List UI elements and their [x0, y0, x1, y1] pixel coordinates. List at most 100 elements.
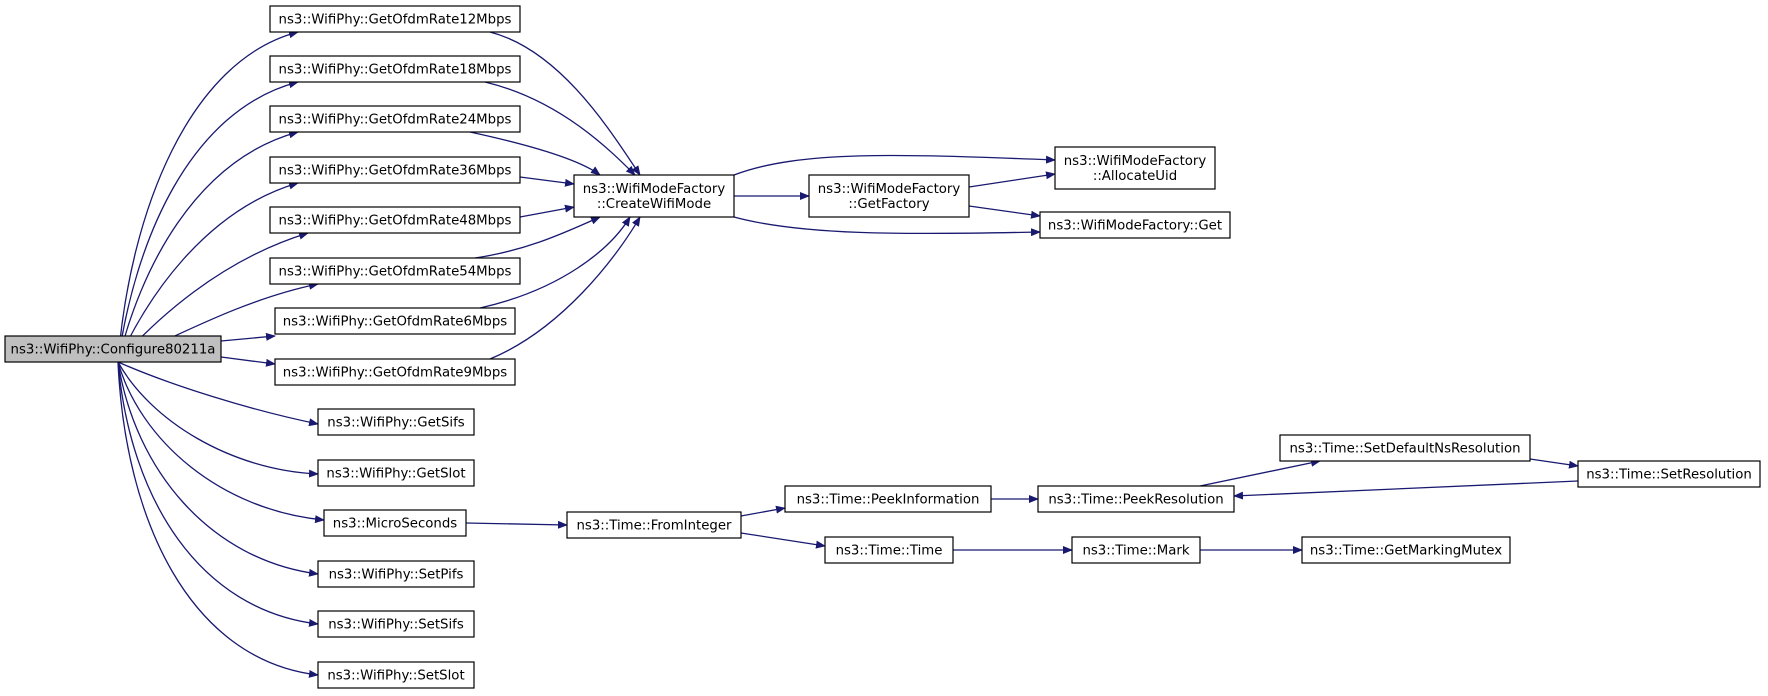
node-label: ns3::WifiPhy::GetSlot: [326, 467, 465, 482]
nodes-layer: ns3::WifiPhy::Configure80211ans3::WifiPh…: [4, 5, 1761, 689]
edge-configure-to-getsifs: [117, 361, 319, 427]
node-label: ns3::WifiPhy::GetOfdmRate48Mbps: [279, 214, 512, 229]
node-label: ns3::WifiPhy::Configure80211a: [11, 343, 216, 358]
node-box: [1054, 146, 1216, 190]
node-box: [566, 511, 742, 539]
node-fromint[interactable]: ns3::Time::FromInteger: [566, 511, 742, 539]
edge-rate6-to-create: [479, 216, 631, 309]
node-box: [269, 105, 521, 133]
edge-fromint-to-peekinfo: [740, 505, 786, 517]
edge-configure-to-setslot: [117, 361, 319, 678]
node-label: ns3::WifiPhy::GetOfdmRate12Mbps: [279, 13, 512, 28]
node-box: [824, 536, 954, 564]
node-box: [1279, 434, 1531, 462]
node-label: ns3::Time::SetDefaultNsResolution: [1289, 442, 1520, 457]
edge-configure-to-rate12: [117, 30, 299, 363]
node-rate12[interactable]: ns3::WifiPhy::GetOfdmRate12Mbps: [269, 5, 521, 33]
node-mark[interactable]: ns3::Time::Mark: [1071, 536, 1201, 564]
node-setsifs[interactable]: ns3::WifiPhy::SetSifs: [317, 610, 475, 638]
edge-rate12-to-create: [489, 31, 641, 176]
edge-configure-to-setsifs: [117, 361, 319, 627]
node-micro[interactable]: ns3::MicroSeconds: [323, 509, 467, 537]
node-box: [1039, 211, 1231, 239]
node-setpifs[interactable]: ns3::WifiPhy::SetPifs: [317, 560, 475, 588]
node-label: ns3::Time::PeekInformation: [797, 493, 980, 508]
node-mutex[interactable]: ns3::Time::GetMarkingMutex: [1301, 536, 1511, 564]
node-box: [269, 156, 521, 184]
node-create[interactable]: ns3::WifiModeFactory::CreateWifiMode: [573, 174, 735, 218]
node-box: [808, 174, 970, 218]
edge-micro-to-fromint: [465, 520, 568, 529]
node-getsifs[interactable]: ns3::WifiPhy::GetSifs: [317, 408, 475, 436]
node-label: ns3::WifiPhy::GetOfdmRate18Mbps: [279, 63, 512, 78]
node-box: [1037, 485, 1235, 513]
node-rate36[interactable]: ns3::WifiPhy::GetOfdmRate36Mbps: [269, 156, 521, 184]
edge-configure-to-rate6: [220, 332, 276, 342]
edge-create-to-factoryget: [733, 216, 1041, 237]
node-peekres[interactable]: ns3::Time::PeekResolution: [1037, 485, 1235, 513]
node-setres[interactable]: ns3::Time::SetResolution: [1577, 460, 1761, 488]
node-box: [269, 55, 521, 83]
edge-setdefault-to-setres: [1529, 458, 1579, 469]
node-rate6[interactable]: ns3::WifiPhy::GetOfdmRate6Mbps: [274, 307, 516, 335]
node-label: ns3::Time::Mark: [1082, 544, 1189, 559]
node-label: ns3::Time::PeekResolution: [1048, 493, 1223, 508]
node-label: ns3::WifiPhy::SetSlot: [327, 669, 464, 684]
node-rate54[interactable]: ns3::WifiPhy::GetOfdmRate54Mbps: [269, 257, 521, 285]
edge-configure-to-getslot: [117, 361, 319, 478]
node-rate24[interactable]: ns3::WifiPhy::GetOfdmRate24Mbps: [269, 105, 521, 133]
edge-peekres-to-setdefault: [1199, 458, 1321, 487]
node-box: [317, 459, 475, 487]
node-box: [1301, 536, 1511, 564]
node-label: ns3::Time::SetResolution: [1586, 468, 1752, 483]
node-box: [784, 485, 992, 513]
edge-create-to-allocate: [733, 154, 1056, 176]
edge-getfactory-to-factoryget: [968, 205, 1041, 219]
node-box: [274, 307, 516, 335]
node-configure[interactable]: ns3::WifiPhy::Configure80211a: [4, 335, 222, 363]
node-box: [323, 509, 467, 537]
node-label: ns3::MicroSeconds: [333, 517, 457, 532]
node-getslot[interactable]: ns3::WifiPhy::GetSlot: [317, 459, 475, 487]
edge-fromint-to-timetime: [740, 532, 826, 549]
node-box: [317, 610, 475, 638]
node-box: [317, 661, 475, 689]
edge-configure-to-micro: [117, 361, 325, 524]
node-label: ::GetFactory: [848, 197, 929, 212]
node-label: ns3::WifiPhy::GetOfdmRate36Mbps: [279, 164, 512, 179]
node-label: ::AllocateUid: [1093, 169, 1177, 184]
node-rate18[interactable]: ns3::WifiPhy::GetOfdmRate18Mbps: [269, 55, 521, 83]
node-setdefault[interactable]: ns3::Time::SetDefaultNsResolution: [1279, 434, 1531, 462]
node-setslot[interactable]: ns3::WifiPhy::SetSlot: [317, 661, 475, 689]
node-rate48[interactable]: ns3::WifiPhy::GetOfdmRate48Mbps: [269, 206, 521, 234]
node-box: [573, 174, 735, 218]
node-label: ns3::Time::Time: [836, 544, 943, 559]
edge-rate48-to-create: [519, 204, 575, 218]
node-label: ns3::WifiPhy::GetSifs: [327, 416, 465, 431]
node-factoryget[interactable]: ns3::WifiModeFactory::Get: [1039, 211, 1231, 239]
node-getfactory[interactable]: ns3::WifiModeFactory::GetFactory: [808, 174, 970, 218]
node-timetime[interactable]: ns3::Time::Time: [824, 536, 954, 564]
node-label: ns3::WifiPhy::SetPifs: [329, 568, 464, 583]
node-label: ns3::Time::GetMarkingMutex: [1310, 544, 1502, 559]
edge-configure-to-rate9: [220, 356, 276, 367]
node-label: ns3::WifiPhy::GetOfdmRate24Mbps: [279, 113, 512, 128]
edge-configure-to-rate18: [117, 80, 299, 363]
node-label: ns3::WifiPhy::GetOfdmRate9Mbps: [283, 366, 508, 381]
node-box: [269, 5, 521, 33]
edge-setres-to-peekres: [1233, 480, 1579, 500]
edge-configure-to-setpifs: [117, 361, 319, 577]
node-box: [1577, 460, 1761, 488]
node-label: ns3::WifiPhy::GetOfdmRate54Mbps: [279, 265, 512, 280]
node-label: ::CreateWifiMode: [597, 197, 711, 212]
node-box: [274, 358, 516, 386]
node-label: ns3::WifiModeFactory: [1064, 154, 1207, 169]
node-box: [1071, 536, 1201, 564]
node-box: [317, 560, 475, 588]
node-allocate[interactable]: ns3::WifiModeFactory::AllocateUid: [1054, 146, 1216, 190]
edge-rate9-to-create: [489, 216, 641, 360]
node-rate9[interactable]: ns3::WifiPhy::GetOfdmRate9Mbps: [274, 358, 516, 386]
node-label: ns3::WifiPhy::SetSifs: [328, 618, 464, 633]
node-peekinfo[interactable]: ns3::Time::PeekInformation: [784, 485, 992, 513]
